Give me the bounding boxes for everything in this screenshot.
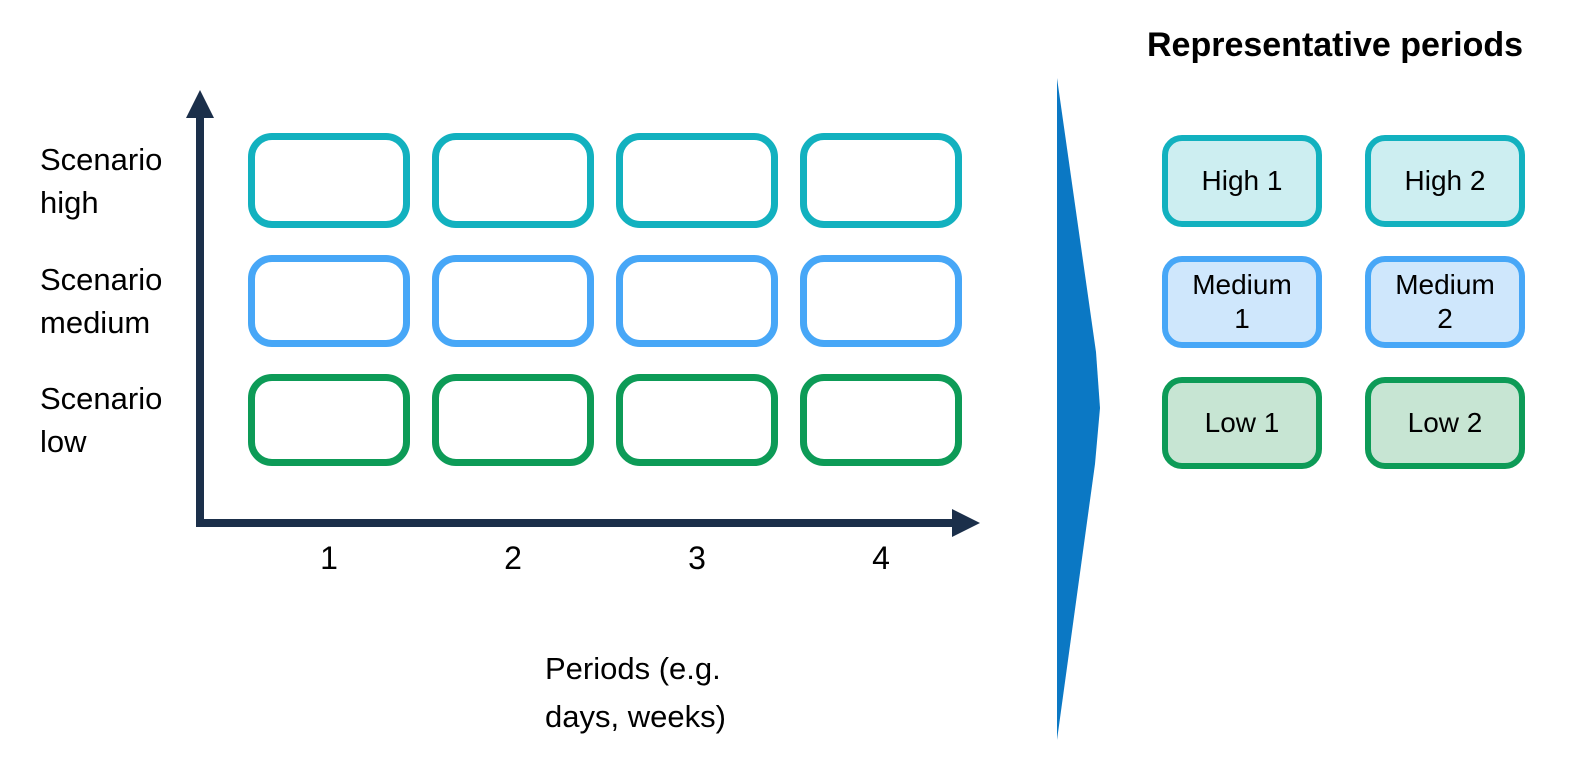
y-label-line: Scenario (40, 262, 163, 297)
period-box-low-2 (432, 374, 594, 466)
x-axis-caption: Periods (e.g. days, weeks) (545, 645, 726, 741)
representative-periods-title: Representative periods (1146, 26, 1524, 64)
right-arrowhead-icon (952, 509, 980, 537)
period-box-medium-4 (800, 255, 962, 347)
y-label-scenario-low: Scenario low (40, 377, 210, 463)
x-tick-3: 3 (688, 540, 706, 576)
period-box-low-3 (616, 374, 778, 466)
y-label-line: high (40, 185, 99, 220)
y-label-line: medium (40, 305, 151, 340)
period-box-high-1 (248, 133, 410, 228)
x-axis-caption-line: days, weeks) (545, 699, 726, 734)
period-grid (248, 133, 962, 466)
y-label-scenario-high: Scenario high (40, 138, 210, 224)
rep-box-low-2: Low 2 (1365, 377, 1525, 469)
up-arrowhead-icon (186, 90, 214, 118)
flow-arrow-icon (1057, 78, 1100, 740)
x-tick-row: 1 2 3 4 (248, 540, 962, 577)
x-tick-4: 4 (872, 540, 890, 576)
rep-box-low-1: Low 1 (1162, 377, 1322, 469)
y-label-line: Scenario (40, 142, 163, 177)
x-tick-1: 1 (320, 540, 338, 576)
representative-periods-grid: High 1 High 2 Medium 1 Medium 2 Low 1 Lo… (1162, 135, 1525, 469)
rep-box-medium-2: Medium 2 (1365, 256, 1525, 348)
y-label-line: low (40, 424, 87, 459)
x-axis-caption-line: Periods (e.g. (545, 651, 721, 686)
period-box-high-4 (800, 133, 962, 228)
x-tick-2: 2 (504, 540, 522, 576)
rep-box-medium-1: Medium 1 (1162, 256, 1322, 348)
period-box-low-4 (800, 374, 962, 466)
period-box-high-3 (616, 133, 778, 228)
rep-box-high-2: High 2 (1365, 135, 1525, 227)
x-axis (196, 509, 980, 537)
period-box-medium-1 (248, 255, 410, 347)
rep-box-high-1: High 1 (1162, 135, 1322, 227)
y-label-scenario-medium: Scenario medium (40, 258, 210, 344)
period-box-high-2 (432, 133, 594, 228)
period-box-medium-2 (432, 255, 594, 347)
y-label-line: Scenario (40, 381, 163, 416)
period-box-medium-3 (616, 255, 778, 347)
period-box-low-1 (248, 374, 410, 466)
